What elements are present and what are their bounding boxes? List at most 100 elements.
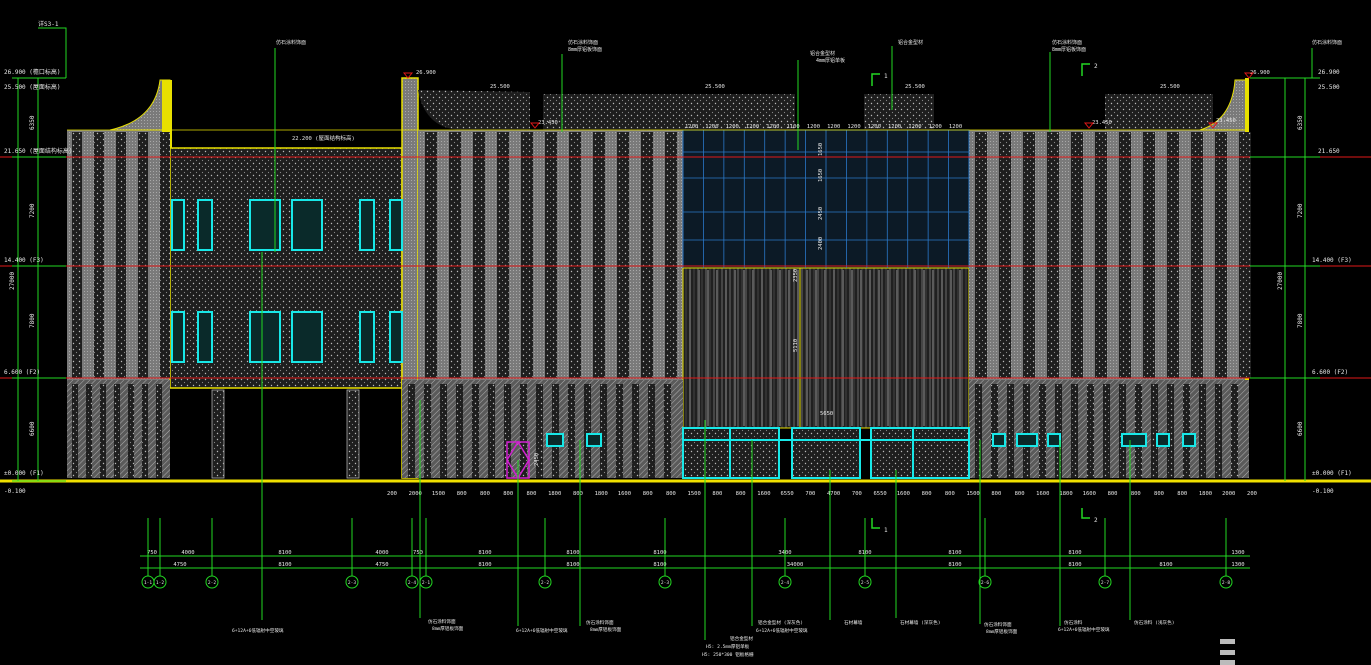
width-dim-text: 1800 xyxy=(548,491,561,497)
fin xyxy=(999,132,1011,378)
width-dim-text: 2000 xyxy=(409,491,422,497)
width-dim-text: 700 xyxy=(805,491,815,497)
width-dim-text: 200 xyxy=(387,491,397,497)
width-dim-text: 4700 xyxy=(827,491,840,497)
leader-text: 仿石涂料饰面 xyxy=(1052,39,1082,46)
axis-label: 2-3 xyxy=(348,580,356,586)
fin xyxy=(1135,384,1142,478)
axis-label: 2-2 xyxy=(541,580,549,586)
axis-label: 1-1 xyxy=(144,580,152,586)
level-text: 6.600 (F2) xyxy=(4,369,40,376)
width-dim-text: 800 xyxy=(922,491,932,497)
grid-dim-text: 34000 xyxy=(787,562,804,568)
fin xyxy=(600,384,607,478)
grid-dim-text: 8100 xyxy=(653,562,666,568)
axis-label: 2-7 xyxy=(1101,580,1109,586)
fin xyxy=(408,384,415,478)
fin xyxy=(1239,132,1251,378)
parapet-labels: 26.900 25.500 25.500 25.500 25.500 26.90… xyxy=(292,70,1270,142)
axis-label: 2-4 xyxy=(781,580,789,586)
fin xyxy=(1023,384,1030,478)
leader-text: 铝合金型材 xyxy=(810,50,835,57)
fin xyxy=(1071,384,1078,478)
width-dim-text: 800 xyxy=(1131,491,1141,497)
fin xyxy=(142,384,148,478)
grid-dim-text: 4000 xyxy=(181,550,194,556)
fin xyxy=(504,384,511,478)
leader-text: 铝合金型材 xyxy=(898,39,923,46)
axis-label: 2-2 xyxy=(208,580,216,586)
bottom-leader-texts: 6+12A+6低辐射中空玻璃 仿石涂料饰面 8mm厚铝板饰面 6+12A+6低辐… xyxy=(232,618,1174,658)
fin xyxy=(1167,384,1174,478)
width-dim-text: 800 xyxy=(991,491,1001,497)
fin xyxy=(1143,132,1155,378)
fin xyxy=(975,384,982,478)
width-dim-text: 1600 xyxy=(1083,491,1096,497)
leader-text: 仿石涂料饰面 xyxy=(984,621,1012,628)
top-leaders xyxy=(274,46,1313,252)
leader-text: 6+12A+6低辐射中空玻璃 xyxy=(232,627,284,634)
glass-dim-text: 1200 xyxy=(726,124,739,130)
width-dim-text: 1800 xyxy=(1199,491,1212,497)
fin xyxy=(72,132,82,378)
grid-dim-text: 8100 xyxy=(278,550,291,556)
fin xyxy=(488,384,495,478)
glass-dim-text: 1200 xyxy=(766,124,779,130)
axis-bubble xyxy=(858,575,872,589)
section-marks xyxy=(871,63,1090,529)
left-curved-parapet xyxy=(109,79,171,131)
entrance-doors xyxy=(682,427,970,479)
width-dim-text: 800 xyxy=(736,491,746,497)
glass-dim-text: 1200 xyxy=(705,124,718,130)
grid-dim-text: 8100 xyxy=(1159,562,1172,568)
grid-dim-text: 8100 xyxy=(478,550,491,556)
fin xyxy=(1087,384,1094,478)
glass-dim-text: 1200 xyxy=(908,124,921,130)
leader-text: H5: 2.5mm厚铝单板 xyxy=(706,643,750,650)
vertical-fins xyxy=(72,132,1251,478)
fin xyxy=(100,384,106,478)
axis-bubble xyxy=(978,575,992,589)
parapet-text: 25.500 xyxy=(1160,84,1180,90)
level-text: 14.400 (F3) xyxy=(4,257,44,264)
fin xyxy=(114,384,120,478)
window xyxy=(359,199,375,251)
grid-dim-text: 8100 xyxy=(278,562,291,568)
fin xyxy=(520,384,527,478)
axis-bubble xyxy=(1098,575,1112,589)
bottom-leaders xyxy=(261,252,1131,640)
right-dim-chain xyxy=(1250,77,1320,481)
leader-text: 仿石涂料饰面 xyxy=(568,39,598,46)
vdim-total: 27000 xyxy=(1277,272,1284,290)
fin xyxy=(1007,384,1014,478)
width-dim-text: 800 xyxy=(945,491,955,497)
fin xyxy=(1183,384,1190,478)
fin xyxy=(72,384,78,478)
grid-row-1: 7504000810040007508100810081003400810081… xyxy=(147,550,1245,556)
section-text: 2 xyxy=(1094,517,1098,524)
width-dim-text: 800 xyxy=(573,491,583,497)
axis-label: 2-6 xyxy=(981,580,989,586)
grid-dim-text: 1300 xyxy=(1231,562,1244,568)
leader-text: 石材幕墙 xyxy=(844,619,863,626)
axis-bubble xyxy=(153,575,167,589)
fin xyxy=(1119,384,1126,478)
width-dim-text: 2000 xyxy=(1222,491,1235,497)
vdim-text: 6600 xyxy=(29,421,36,436)
fin xyxy=(1199,384,1206,478)
grid-dim-text: 8100 xyxy=(566,550,579,556)
glass-dim-text: 1100 xyxy=(787,124,800,130)
width-dim-text: 800 xyxy=(1015,491,1025,497)
parapet-box-3 xyxy=(864,94,934,130)
parapet-text: 23.450 xyxy=(1216,118,1236,124)
glass-dim-text: 1200 xyxy=(807,124,820,130)
mid-curved-parapet xyxy=(418,90,530,130)
axis-label: 2-3 xyxy=(661,580,669,586)
level-text: -0.100 xyxy=(4,488,26,495)
door-right xyxy=(870,427,970,479)
grid-dim-text: 750 xyxy=(413,550,423,556)
parapet-text: 23.450 xyxy=(1092,120,1112,126)
fin xyxy=(1231,384,1238,478)
fin xyxy=(975,132,987,378)
axis-bubble xyxy=(658,575,672,589)
